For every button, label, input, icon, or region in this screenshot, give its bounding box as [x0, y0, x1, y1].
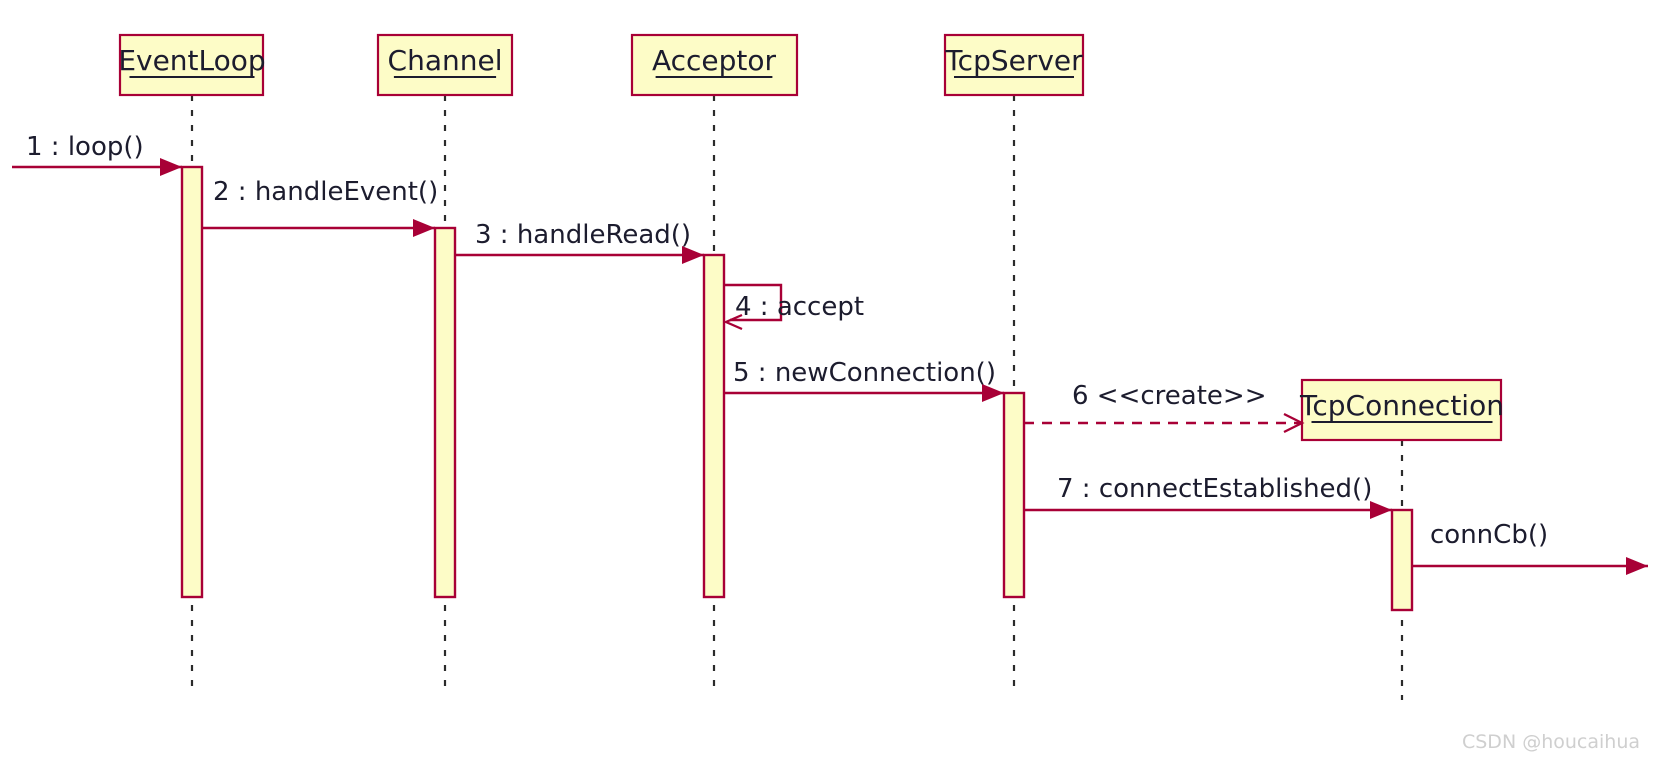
participant-eventloop[interactable]: EventLoop [118, 33, 266, 97]
message-label-5: 5 : newConnection() [733, 358, 996, 388]
self-message-path [724, 283, 783, 322]
message-6[interactable]: 6 <<create>> [1024, 381, 1305, 434]
message-arrowhead [982, 384, 1004, 402]
participant-label-tcpconnection: TcpConnection [1299, 389, 1504, 422]
message-arrowhead [1626, 557, 1648, 575]
message-1[interactable]: 1 : loop() [12, 132, 182, 176]
message-label-2: 2 : handleEvent() [213, 177, 438, 207]
activation-bars-layer [180, 165, 1414, 612]
message-2[interactable]: 2 : handleEvent() [202, 177, 438, 237]
participant-box-eventloop [118, 33, 265, 97]
activation-bar-channel [433, 226, 457, 599]
message-arrowhead [413, 219, 435, 237]
participant-tcpconnection[interactable]: TcpConnection [1299, 378, 1504, 442]
activation-bar-tcpconnection [1390, 508, 1414, 612]
participant-label-tcpserver: TcpServer [944, 44, 1083, 77]
message-label-3: 3 : handleRead() [475, 220, 691, 250]
message-5[interactable]: 5 : newConnection() [724, 358, 1004, 402]
csdn-watermark: CSDN @houcaihua [1462, 731, 1640, 753]
participant-tcpserver[interactable]: TcpServer [943, 33, 1085, 97]
message-arrowhead [1370, 501, 1392, 519]
activation-bar-eventloop [180, 165, 204, 599]
activation-bar-tcpserver [1002, 391, 1026, 599]
message-arrowhead [160, 158, 182, 176]
self-message-arrowhead [723, 313, 743, 331]
message-arrowhead [682, 246, 704, 264]
message-label-4: 4 : accept [735, 292, 864, 322]
message-arrowhead [1283, 412, 1305, 434]
participant-box-tcpserver [943, 33, 1085, 97]
message-7[interactable]: 7 : connectEstablished() [1024, 474, 1392, 519]
message-label-8: connCb() [1430, 520, 1548, 550]
message-4[interactable]: 4 : accept [723, 283, 864, 331]
participant-label-channel: Channel [388, 44, 503, 77]
messages-layer: 1 : loop() 2 : handleEvent() 3 : handleRea… [12, 132, 1648, 575]
message-label-1: 1 : loop() [26, 132, 144, 162]
participant-channel[interactable]: Channel [376, 33, 514, 97]
participant-label-eventloop: EventLoop [118, 44, 265, 77]
participant-boxes-layer: EventLoop Channel Acceptor TcpServerTcpConn… [118, 33, 1504, 442]
activation-bar-acceptor [702, 253, 726, 599]
message-3[interactable]: 3 : handleRead() [455, 220, 704, 264]
participant-box-acceptor [630, 33, 799, 97]
participant-box-tcpconnection [1300, 378, 1503, 442]
participant-label-acceptor: Acceptor [652, 44, 777, 77]
participant-box-channel [376, 33, 514, 97]
participant-acceptor[interactable]: Acceptor [630, 33, 799, 97]
message-8[interactable]: connCb() [1412, 520, 1648, 575]
message-label-7: 7 : connectEstablished() [1057, 474, 1372, 504]
message-label-6: 6 <<create>> [1072, 381, 1266, 411]
